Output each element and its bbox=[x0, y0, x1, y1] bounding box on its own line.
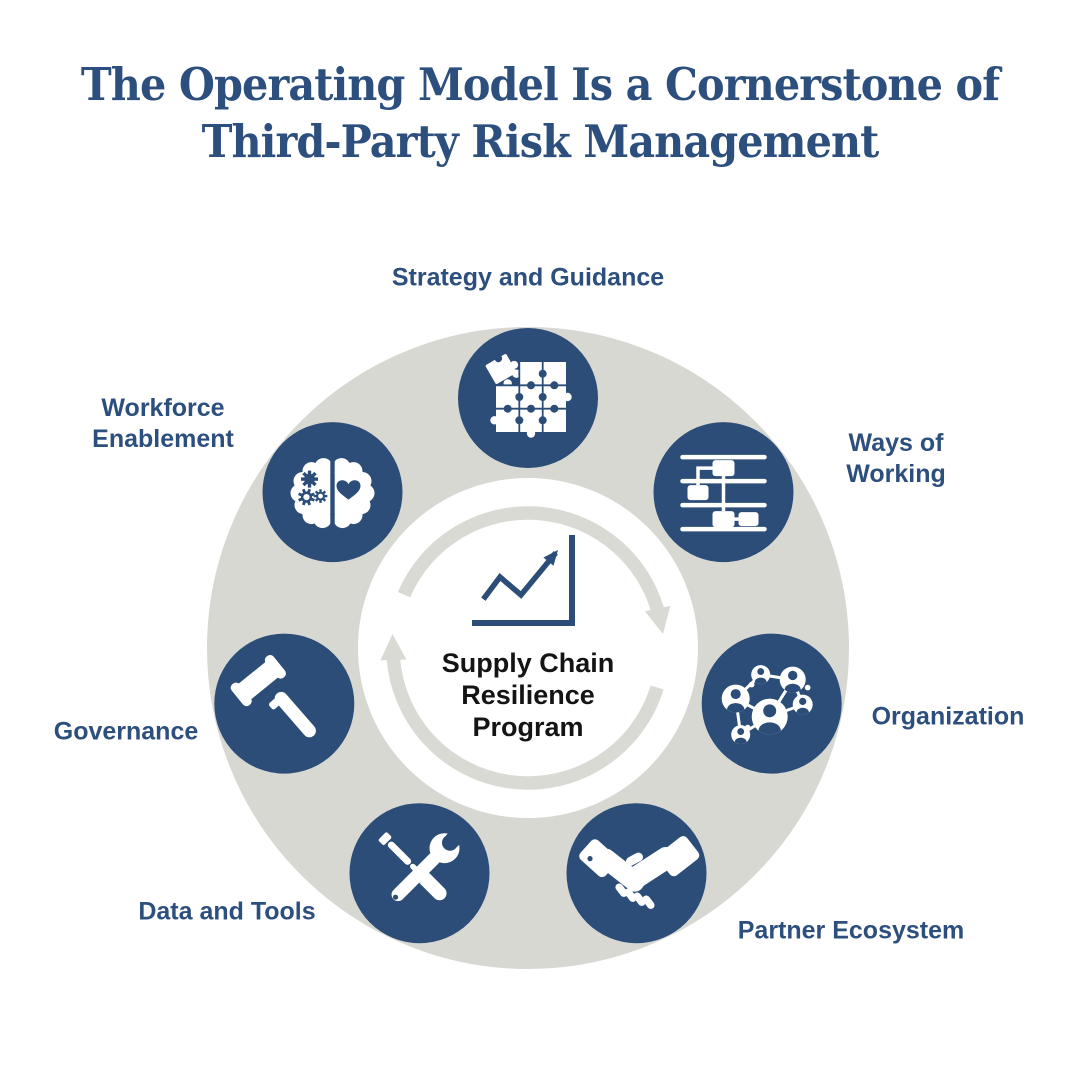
label-line: Governance bbox=[53, 717, 199, 746]
gear-outline-icon bbox=[298, 488, 315, 506]
spoke-organization bbox=[701, 633, 842, 774]
label-line: Strategy and Guidance bbox=[391, 263, 665, 292]
label-ways-of-working: Ways of Working bbox=[846, 428, 946, 490]
gear-icon bbox=[301, 470, 318, 488]
people-network-icon bbox=[722, 665, 813, 746]
workflow-icon bbox=[680, 454, 767, 532]
title-line: The Operating Model Is a Cornerstone of bbox=[80, 58, 1000, 111]
page-title: The Operating Model Is a Cornerstone of … bbox=[43, 56, 1037, 170]
label-line: Workforce bbox=[101, 394, 225, 422]
label-line: Partner Ecosystem bbox=[737, 916, 965, 945]
spoke-governance bbox=[214, 633, 355, 774]
handshake-icon bbox=[579, 836, 700, 909]
label-organization: Organization bbox=[872, 702, 1025, 733]
puzzle-icon bbox=[485, 354, 572, 438]
growth-chart-icon bbox=[472, 535, 575, 626]
brain-icon bbox=[290, 458, 375, 529]
label-data-and-tools: Data and Tools bbox=[138, 897, 315, 928]
gavel-icon bbox=[230, 654, 316, 738]
hub-label-line: Resilience bbox=[461, 680, 595, 710]
label-line: Enablement bbox=[92, 425, 234, 453]
spoke-strategy bbox=[458, 328, 598, 468]
spoke-circle bbox=[262, 422, 403, 563]
label-line: Working bbox=[846, 460, 946, 488]
hub-label-line: Supply Chain bbox=[441, 648, 615, 678]
title-line: Third-Party Risk Management bbox=[201, 115, 880, 168]
spoke-workforce-enablement bbox=[262, 422, 403, 563]
hub-label: Supply Chain Resilience Program bbox=[442, 647, 615, 743]
label-strategy-and-guidance: Strategy and Guidance bbox=[392, 263, 664, 294]
label-line: Ways of bbox=[848, 429, 944, 457]
spoke-partner-ecosystem bbox=[566, 803, 707, 944]
heart-icon bbox=[336, 480, 361, 500]
spoke-ways-of-working bbox=[653, 422, 794, 563]
label-line: Organization bbox=[871, 702, 1025, 731]
spoke-data-and-tools bbox=[349, 803, 490, 944]
gear-small-icon bbox=[313, 489, 328, 503]
label-partner-ecosystem: Partner Ecosystem bbox=[738, 916, 965, 947]
tools-icon bbox=[378, 825, 468, 902]
cycle-arrows bbox=[380, 506, 671, 790]
hub-label-line: Program bbox=[472, 712, 584, 742]
label-workforce-enablement: Workforce Enablement bbox=[92, 393, 234, 455]
label-governance: Governance bbox=[54, 717, 199, 748]
label-line: Data and Tools bbox=[138, 897, 316, 926]
